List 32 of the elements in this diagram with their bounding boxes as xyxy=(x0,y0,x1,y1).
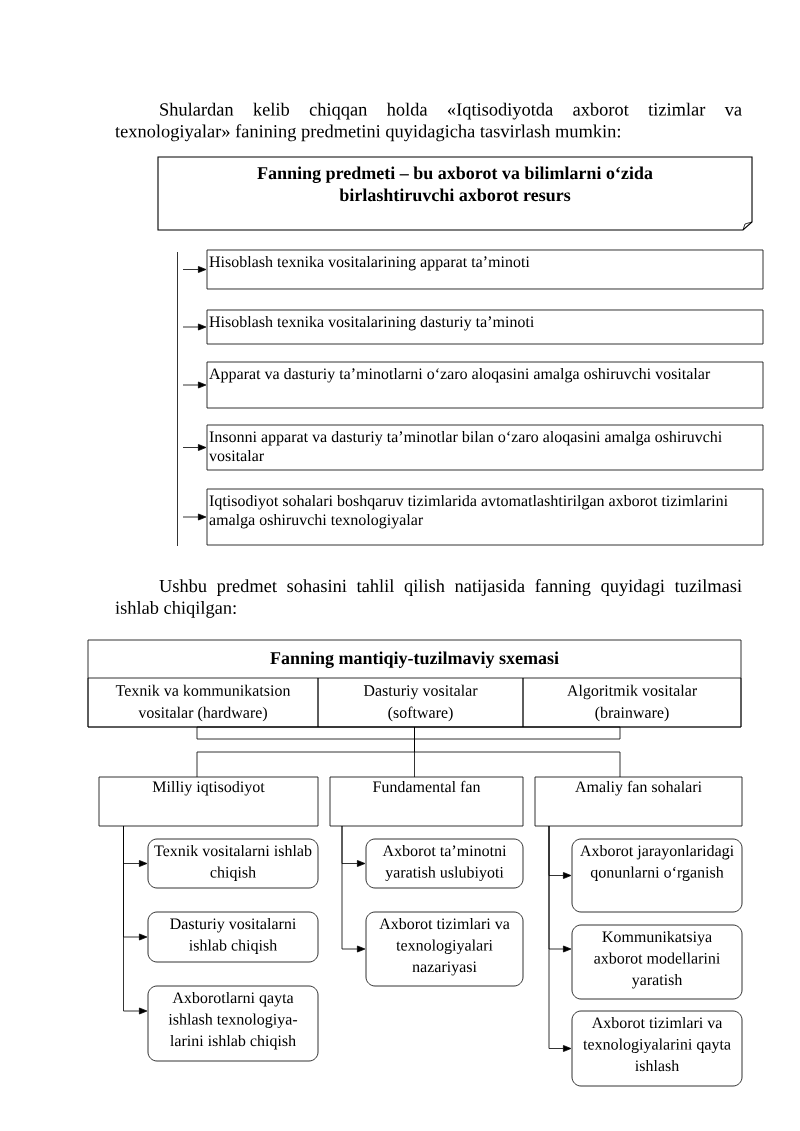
body-text: Ushbu predmet sohasini tahlil qilish natijasida fanning quyidagi tuzilmasi ishlab chiqilgan: xyxy=(115,579,742,618)
arrow xyxy=(182,381,207,389)
rounded-box: Axborot tizimlari va texnologiyalarini qayta ishlash xyxy=(571,1010,743,1087)
table-cell: Dasturiy vositalar (software) xyxy=(317,677,524,728)
item-box: Iqtisodiyot sohalari boshqaruv tizimlarida avtomatlashtirilgan axborot tizimlarini amalga oshiruvchi texnologiyalar xyxy=(206,488,764,546)
category-box: Amaliy fan sohalari xyxy=(534,776,743,827)
arrow xyxy=(548,825,572,1052)
connector-bracket xyxy=(196,726,621,740)
rounded-box: Axborot ta’minotni yaratish uslubiyoti xyxy=(365,838,524,889)
table-cell: Algoritmik vositalar (brainware) xyxy=(522,677,742,728)
item-box: Hisoblash texnika vositalarining apparat ta’minoti xyxy=(206,249,764,290)
table-cell: Texnik va kommunikatsion vositalar (hardware) xyxy=(87,677,319,728)
category-box: Fundamental fan xyxy=(329,776,524,827)
arrow xyxy=(182,513,207,521)
rounded-box: Texnik vositalarni ishlab chiqish xyxy=(147,838,319,889)
arrow xyxy=(182,444,207,451)
arrow xyxy=(182,323,207,331)
note-box: Fanning predmeti – bu axborot va bilimlarni o‘zida birlashtiruvchi axborot resurs xyxy=(157,156,753,231)
rounded-box: Dasturiy vositalarni ishlab chiqish xyxy=(147,911,319,963)
item-box: Hisoblash texnika vositalarining dasturiy ta’minoti xyxy=(206,309,764,345)
arrow xyxy=(182,266,207,273)
rounded-box: Axborot tizimlari va texnologiyalari nazariyasi xyxy=(365,911,524,987)
rounded-box: Kommunikatsiya axborot modellarini yaratish xyxy=(571,924,743,1000)
item-box: Apparat va dasturiy ta’minotlarni o‘zaro aloqasini amalga oshiruvchi vositalar xyxy=(206,361,764,409)
rounded-box: Axborotlarni qayta ishlash texnologiya- larini ishlab chiqish xyxy=(147,985,319,1062)
arrow xyxy=(123,825,148,1015)
arrow xyxy=(341,825,366,953)
item-box: Insonni apparat va dasturiy ta’minotlar bilan o‘zaro aloqasini amalga oshiruvchi vositalar xyxy=(206,424,764,471)
rounded-box: Axborot jarayonlaridagi qonunlarni o‘rganish xyxy=(571,838,743,913)
connector-line xyxy=(414,726,621,778)
connector-line xyxy=(177,251,178,547)
category-box: Milliy iqtisodiyot xyxy=(98,776,319,827)
